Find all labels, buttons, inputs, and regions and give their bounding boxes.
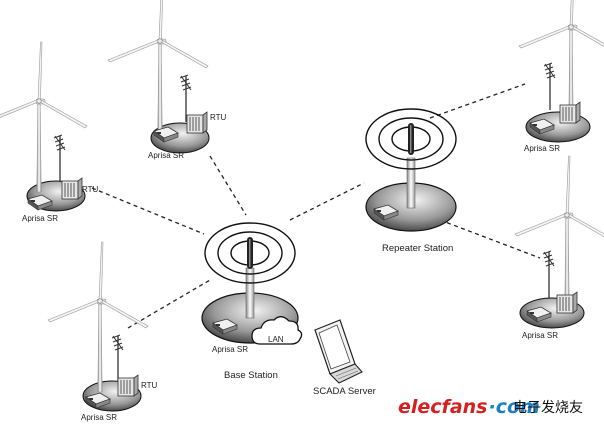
radio-label: Aprisa SR: [81, 413, 117, 422]
wind-turbine-icon: [514, 155, 604, 307]
site-top-left: RTU Aprisa SR: [107, 0, 227, 160]
link-repeater-to-topright: [429, 83, 526, 119]
station-label: Base Station: [224, 370, 278, 381]
radio-label: Aprisa SR: [212, 345, 248, 354]
link-repeater-to-right: [439, 219, 541, 259]
svg-text:elecfans·com: elecfans·com: [398, 396, 540, 418]
wind-turbine-icon: [47, 241, 149, 393]
watermark-cn: 电子发烧友: [513, 400, 583, 416]
lan-cloud-icon: [251, 316, 303, 345]
radio-label: Aprisa SR: [524, 144, 560, 153]
station-label: Repeater Station: [382, 243, 453, 254]
radio-label: Aprisa SR: [22, 214, 58, 223]
yagi-antenna-icon: [543, 62, 556, 111]
radio-waves-icon: [365, 108, 457, 170]
link-base-to-repeater: [289, 182, 365, 221]
rtu-cabinet-icon: [186, 111, 208, 134]
wind-turbine-icon: [107, 0, 209, 133]
wind-turbine-icon: [518, 0, 604, 119]
rtu-label: RTU: [210, 113, 227, 122]
rtu-label: RTU: [141, 381, 158, 390]
site-left: RTU Aprisa SR: [0, 41, 99, 223]
watermark-brand: elecfans: [398, 396, 487, 418]
watermark-tld: com: [496, 396, 540, 418]
server-label: SCADA Server: [313, 386, 376, 397]
laptop-icon: [314, 319, 363, 384]
rtu-label: RTU: [82, 185, 99, 194]
radio-waves-icon: [204, 222, 296, 284]
yagi-antenna-icon: [53, 134, 66, 183]
rtu-cabinet-icon: [61, 177, 83, 200]
wind-turbine-icon: [0, 41, 88, 193]
scada-server: SCADA Server: [313, 319, 376, 397]
radio-label: Aprisa SR: [148, 151, 184, 160]
link-lines: [91, 83, 541, 329]
watermark-logo: elecfans·com 电子发烧友: [398, 396, 583, 418]
site-bottom-left: RTU Aprisa SR: [47, 241, 158, 422]
lan-label: LAN: [268, 335, 284, 344]
site-right: Aprisa SR: [514, 155, 604, 340]
yagi-antenna-icon: [542, 250, 555, 299]
link-topleft-to-base: [209, 155, 247, 216]
site-top-right: Aprisa SR: [518, 0, 604, 153]
mast-pole: [245, 267, 255, 319]
radio-label: Aprisa SR: [522, 331, 558, 340]
yagi-antenna-icon: [111, 334, 124, 383]
link-bottomleft-to-base: [127, 279, 211, 329]
repeater-station: Repeater Station: [365, 108, 457, 254]
rtu-cabinet-icon: [117, 374, 139, 397]
rtu-cabinet-icon: [556, 291, 578, 314]
link-left-to-base: [91, 187, 205, 235]
mast-pole: [406, 157, 416, 209]
rtu-cabinet-icon: [559, 101, 581, 124]
base-station: Aprisa SR Base Station LAN: [201, 222, 303, 381]
